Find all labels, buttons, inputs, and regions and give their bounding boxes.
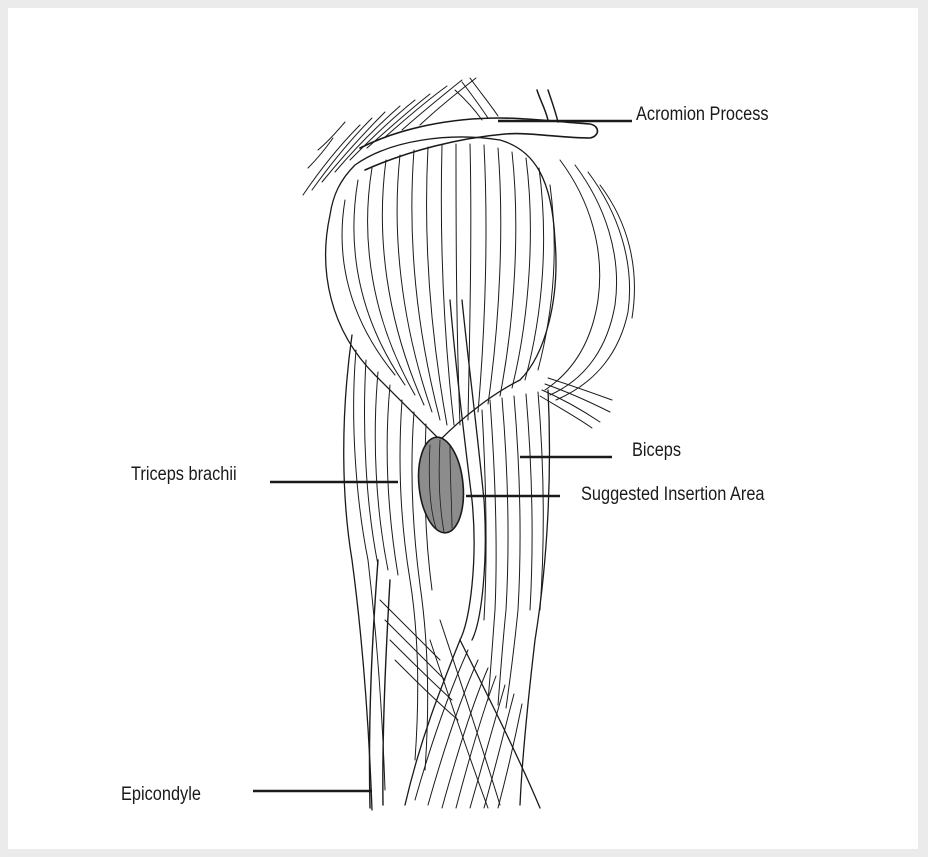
acromion-top-fibers xyxy=(455,78,498,120)
arm-outline-right xyxy=(520,390,549,805)
arm-outline-left xyxy=(344,335,372,810)
biceps-fibers xyxy=(482,392,543,708)
trapezius-fibers xyxy=(303,78,476,195)
suggested-insertion-area-label: Suggested Insertion Area xyxy=(581,484,765,506)
epicondyle-label: Epicondyle xyxy=(121,784,201,806)
forearm-outline xyxy=(405,640,540,808)
deltoid-fibers xyxy=(342,144,554,425)
biceps-label: Biceps xyxy=(632,440,681,462)
insertion-area-shape xyxy=(414,435,468,535)
deltoid-outline xyxy=(326,137,556,440)
central-tendon-inner xyxy=(462,300,485,640)
triceps-brachii-label: Triceps brachii xyxy=(131,464,237,486)
acromion-process-label: Acromion Process xyxy=(636,104,769,126)
acromion-tip xyxy=(537,90,558,122)
